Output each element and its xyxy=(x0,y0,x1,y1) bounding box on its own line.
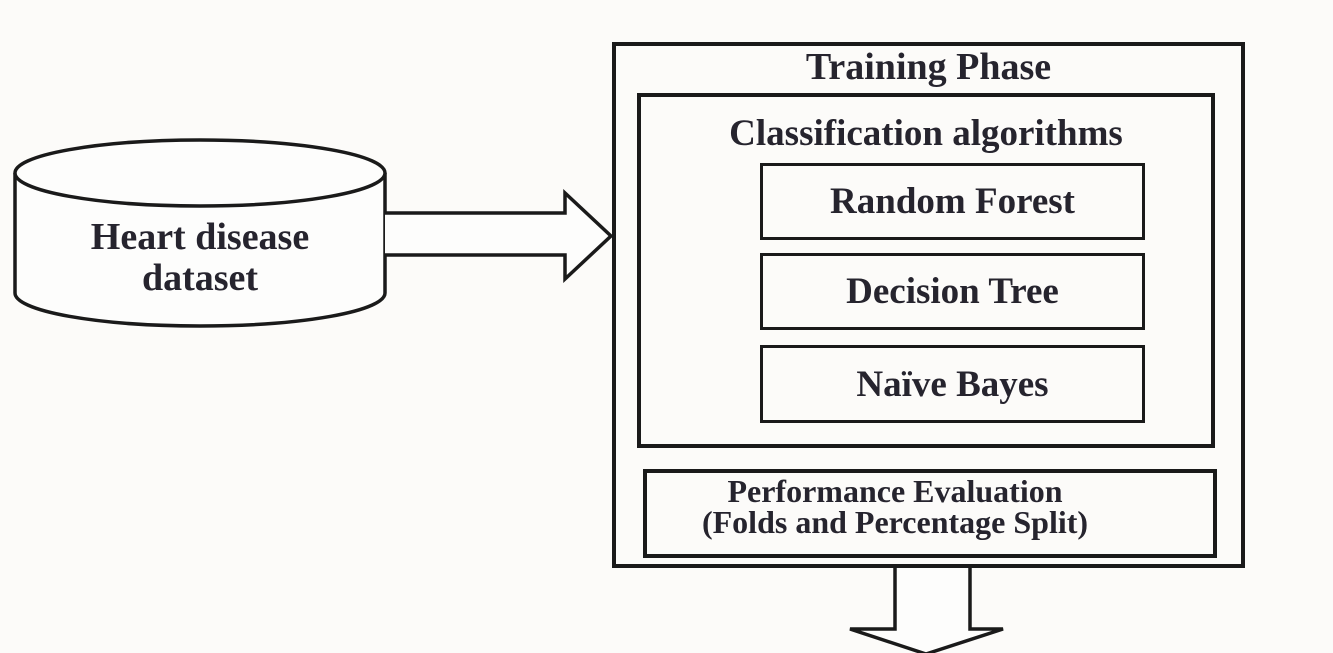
performance-evaluation-box: Performance Evaluation (Folds and Percen… xyxy=(643,469,1217,558)
performance-evaluation-line1: Performance Evaluation xyxy=(727,473,1063,509)
classification-algorithms-title: Classification algorithms xyxy=(729,113,1123,154)
algorithm-box-random-forest: Random Forest xyxy=(760,163,1145,240)
algorithm-label-naive-bayes: Naïve Bayes xyxy=(856,363,1049,405)
down-arrow-shape xyxy=(849,568,1004,653)
right-block-arrow-icon xyxy=(385,189,614,283)
database-cylinder-icon xyxy=(13,138,387,328)
dataset-label-line2: dataset xyxy=(141,257,259,299)
performance-evaluation-line2: (Folds and Percentage Split) xyxy=(701,504,1089,540)
right-arrow-shape xyxy=(385,189,614,283)
dataset-label: Heart disease dataset xyxy=(10,217,390,299)
dataset-label-line1: Heart disease xyxy=(90,216,310,258)
classification-algorithms-box xyxy=(637,93,1215,448)
training-phase-title: Training Phase xyxy=(805,46,1052,88)
cylinder-body-shape xyxy=(13,173,387,328)
algorithm-box-decision-tree: Decision Tree xyxy=(760,253,1145,330)
algorithm-box-naive-bayes: Naïve Bayes xyxy=(760,345,1145,423)
down-block-arrow-icon xyxy=(849,568,1004,653)
algorithm-label-decision-tree: Decision Tree xyxy=(846,271,1059,312)
training-phase-box xyxy=(612,42,1245,568)
algorithm-label-random-forest: Random Forest xyxy=(830,181,1075,222)
cylinder-top-shape xyxy=(13,138,387,208)
